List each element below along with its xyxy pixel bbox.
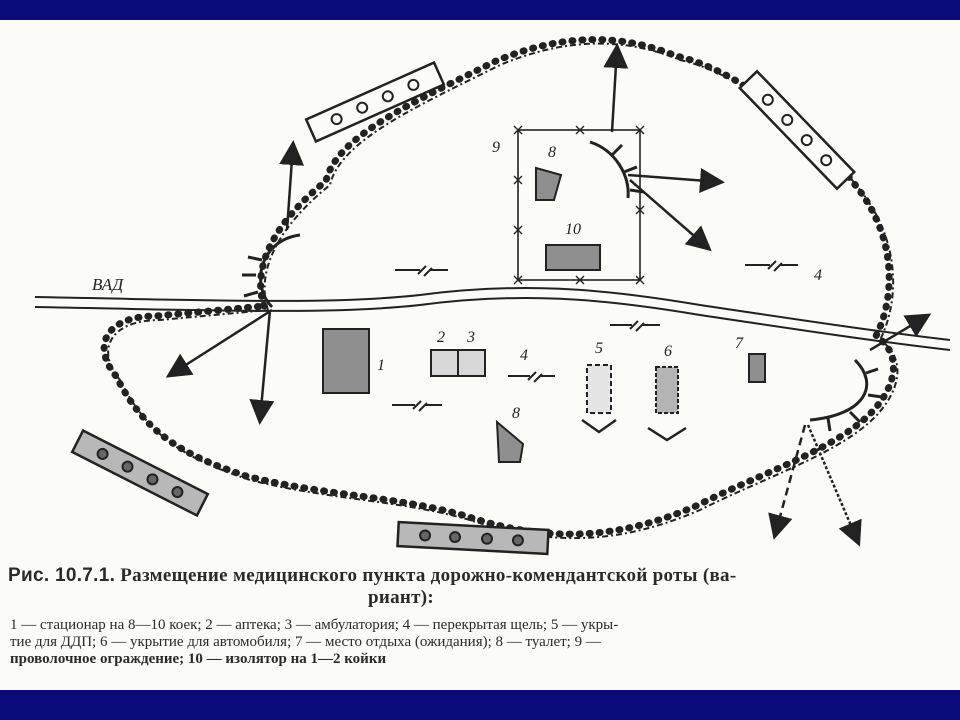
caption-title: Рис. 10.7.1. Размещение медицинского пун… <box>8 565 948 609</box>
wire-fence <box>513 125 645 285</box>
road-edge-bottom <box>34 296 951 351</box>
outer-post-top-left <box>304 60 446 144</box>
caption-figure-number: Рис. 10.7.1. <box>8 565 116 586</box>
label-5: 5 <box>595 340 603 357</box>
slide-page: ВАД 9 8 10 1 <box>0 20 960 690</box>
label-7: 7 <box>735 335 744 352</box>
label-1: 1 <box>377 357 385 374</box>
site-plan-diagram: ВАД 9 8 10 1 <box>34 36 951 556</box>
label-4-center: 4 <box>520 347 528 364</box>
left-checkpoint <box>242 233 301 309</box>
caption-title-line2: риант): <box>368 587 435 608</box>
label-3: 3 <box>466 329 475 346</box>
road-edge-top <box>34 286 951 341</box>
label-10: 10 <box>565 221 581 238</box>
label-4-right: 4 <box>814 267 822 284</box>
legend-line-3: проволочное ограждение; 10 — изолятор на… <box>10 651 387 667</box>
toilet-inside-fence <box>535 166 563 201</box>
legend-line-2: тие для ДДП; 6 — укрытие для автомобиля;… <box>10 634 601 650</box>
pharmacy-building <box>430 349 459 377</box>
toilet-lower <box>495 419 525 463</box>
tree-line-scallops <box>100 36 897 538</box>
rest-place <box>748 353 766 383</box>
label-2: 2 <box>437 329 445 346</box>
label-9: 9 <box>492 139 500 156</box>
vehicle-shelter <box>655 366 679 414</box>
label-6: 6 <box>664 343 672 360</box>
hospital-building <box>322 328 370 394</box>
top-color-band <box>0 0 960 20</box>
outer-post-bottom-left <box>70 428 210 518</box>
outer-post-top-right <box>737 69 857 191</box>
label-8-bottom: 8 <box>512 405 520 422</box>
ddp-shelter-entrance <box>581 418 617 434</box>
caption-title-text: Размещение медицинского пункта дорожно-к… <box>120 565 737 586</box>
road-label: ВАД <box>92 275 124 294</box>
ambulatory-building <box>457 349 486 377</box>
vehicle-shelter-entrance <box>647 426 687 442</box>
isolator-building <box>545 244 601 271</box>
bottom-color-band <box>0 690 960 720</box>
legend-line-1: 1 — стационар на 8—10 коек; 2 — аптека; … <box>10 617 619 633</box>
ddp-shelter <box>586 364 612 414</box>
top-checkpoint <box>589 140 645 199</box>
figure-caption: Рис. 10.7.1. Размещение медицинского пун… <box>8 565 948 668</box>
covered-trenches <box>392 260 798 412</box>
caption-legend: 1 — стационар на 8—10 коек; 2 — аптека; … <box>8 617 948 668</box>
outer-post-bottom-center <box>396 520 550 556</box>
direction-arrows <box>165 43 932 547</box>
label-8-top: 8 <box>548 144 556 161</box>
right-checkpoint <box>809 358 883 432</box>
